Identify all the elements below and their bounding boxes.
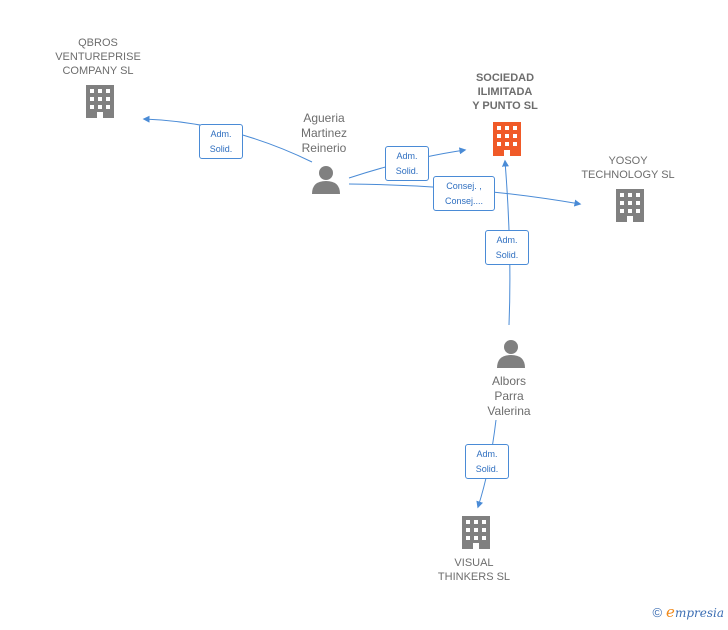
node-label-agueria[interactable]: Agueria Martinez Reinerio	[300, 111, 347, 155]
node-label-qbros[interactable]: QBROS VENTUREPRISE COMPANY SL	[55, 37, 141, 77]
edge-label-agueria-qbros[interactable]: Adm. Solid.	[199, 124, 243, 159]
node-label-albors[interactable]: Albors Parra Valerina	[487, 374, 531, 418]
brand-logo-e: e	[666, 603, 675, 621]
footer-brand: © empresia	[652, 603, 724, 621]
brand-logo-text: mpresia	[674, 606, 724, 620]
building-icon[interactable]	[462, 516, 490, 549]
edge-label-agueria-sociedad[interactable]: Adm. Solid.	[385, 146, 429, 181]
building-icon[interactable]	[493, 122, 521, 156]
copyright-icon: ©	[652, 604, 663, 620]
person-icon[interactable]	[497, 340, 525, 368]
node-label-visual[interactable]: VISUAL THINKERS SL	[437, 557, 511, 583]
building-icon[interactable]	[86, 85, 114, 118]
brand-logo[interactable]: empresia	[666, 603, 724, 621]
node-label-yosoy[interactable]: YOSOY TECHNOLOGY SL	[581, 155, 675, 181]
edge-label-albors-sociedad[interactable]: Adm. Solid.	[485, 230, 529, 265]
edge-label-agueria-yosoy[interactable]: Consej. , Consej....	[433, 176, 495, 211]
building-icon[interactable]	[616, 189, 644, 222]
node-label-sociedad[interactable]: SOCIEDAD ILIMITADA Y PUNTO SL	[472, 72, 538, 112]
edge-label-albors-visual[interactable]: Adm. Solid.	[465, 444, 509, 479]
person-icon[interactable]	[312, 166, 340, 194]
